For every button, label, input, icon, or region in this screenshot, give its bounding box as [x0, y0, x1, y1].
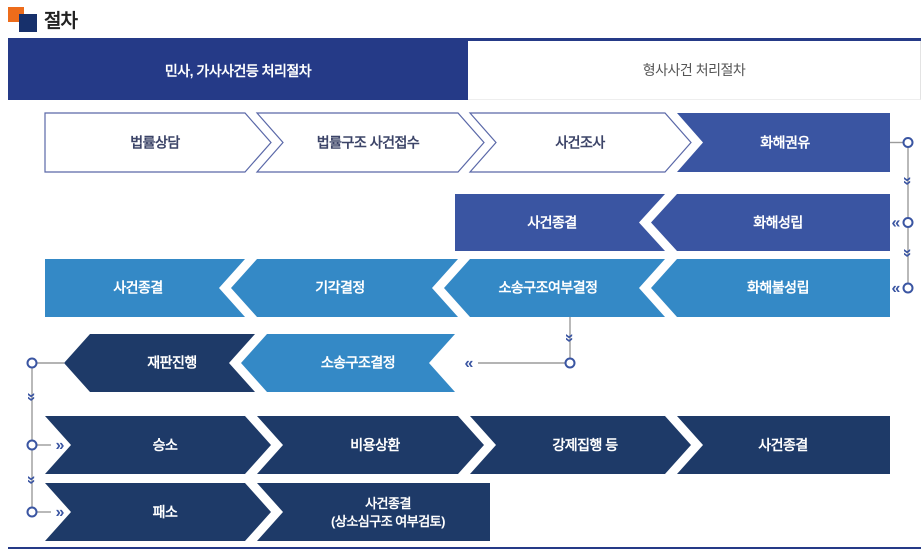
connector-aid-decision: » « — [465, 317, 578, 372]
chevron-down-icon: » — [899, 177, 916, 186]
svg-text:(상소심구조 여부검토): (상소심구조 여부검토) — [331, 514, 445, 529]
navy-square-icon — [19, 14, 37, 32]
step-lose — [45, 483, 271, 541]
flow-row-consultation: 법률상담 법률구조 사건접수 사건조사 화해권유 — [44, 112, 890, 173]
procedure-tabs: 민사, 가사사건등 처리절차 형사사건 처리절차 — [8, 38, 921, 100]
step-case-reception — [255, 112, 485, 173]
svg-text:패소: 패소 — [153, 504, 178, 520]
connector-node — [26, 506, 38, 518]
svg-text:사건종결: 사건종결 — [365, 496, 411, 511]
step-win — [45, 416, 271, 474]
svg-text:소송구조결정: 소송구조결정 — [321, 355, 395, 371]
connector-right-rail: » » « « — [890, 137, 916, 297]
svg-text:사건종결: 사건종결 — [527, 215, 577, 231]
connector-node — [902, 137, 914, 148]
connector-node — [564, 357, 576, 369]
flow-row-settlement-success: 사건종결 화해성립 — [455, 194, 890, 251]
connector-left-rail: » » » » — [23, 357, 65, 521]
flow-row-settlement-failed: 사건종결 기각결정 소송구조여부결정 화해불성립 — [45, 259, 890, 317]
svg-text:화해성립: 화해성립 — [753, 215, 803, 231]
step-aid-granted — [241, 334, 455, 392]
chevron-down-icon: » — [23, 476, 40, 485]
chevron-right-icon: » — [56, 504, 65, 521]
chevron-left-icon: « — [465, 355, 474, 372]
procedure-flowchart: 법률상담 법률구조 사건접수 사건조사 화해권유 사건종결 화해성립 사건종결 … — [0, 100, 921, 551]
chevron-left-icon: « — [892, 280, 901, 297]
step-settlement-recommendation — [677, 113, 890, 172]
page-header: 절차 — [0, 0, 921, 38]
step-legal-consultation — [44, 112, 272, 173]
step-litigation-aid-decision — [444, 259, 665, 317]
chevron-down-icon: » — [561, 334, 578, 343]
connector-node — [26, 357, 38, 369]
step-case-closed-settled — [455, 194, 665, 251]
step-settlement-failed — [651, 259, 890, 317]
step-case-closed-rejected — [45, 259, 245, 317]
flow-row-trial: 재판진행 소송구조결정 — [64, 334, 455, 392]
chevron-down-icon: » — [899, 249, 916, 258]
step-cost-reimbursement — [257, 416, 484, 474]
tab-civil-family-procedure[interactable]: 민사, 가사사건등 처리절차 — [8, 41, 468, 100]
svg-text:화해권유: 화해권유 — [760, 135, 810, 151]
svg-text:재판진행: 재판진행 — [147, 355, 197, 371]
connector-node — [902, 217, 914, 228]
chevron-left-icon: « — [892, 215, 901, 232]
step-settlement-reached — [651, 194, 890, 251]
title-bullet-icon — [8, 5, 39, 33]
connector-node — [902, 282, 914, 294]
svg-text:법률구조 사건접수: 법률구조 사건접수 — [317, 135, 420, 151]
connector-node — [26, 439, 38, 451]
svg-text:사건조사: 사건조사 — [555, 135, 605, 151]
svg-text:사건종결: 사건종결 — [758, 437, 808, 453]
svg-text:화해불성립: 화해불성립 — [747, 280, 809, 296]
svg-text:기각결정: 기각결정 — [315, 280, 365, 296]
svg-text:사건종결: 사건종결 — [113, 280, 163, 296]
step-case-investigation — [468, 112, 692, 173]
chevron-right-icon: » — [56, 437, 65, 454]
flow-row-lose: 패소 사건종결 (상소심구조 여부검토) — [45, 483, 490, 541]
step-case-closed-win — [677, 416, 890, 474]
content-bottom-border — [8, 547, 921, 549]
svg-text:법률상담: 법률상담 — [130, 135, 180, 151]
page-title: 절차 — [44, 10, 78, 32]
step-trial-proceeding — [64, 334, 255, 392]
step-rejection-decision — [231, 259, 458, 317]
chevron-down-icon: » — [23, 393, 40, 402]
svg-text:승소: 승소 — [153, 437, 178, 453]
step-case-closed-appeal-review — [257, 483, 490, 541]
svg-text:강제집행 등: 강제집행 등 — [552, 437, 618, 453]
flow-row-win: 승소 비용상환 강제집행 등 사건종결 — [45, 416, 890, 474]
tab-criminal-procedure[interactable]: 형사사건 처리절차 — [468, 41, 921, 100]
svg-text:비용상환: 비용상환 — [350, 437, 400, 453]
svg-text:소송구조여부결정: 소송구조여부결정 — [498, 280, 597, 296]
step-enforcement — [470, 416, 691, 474]
